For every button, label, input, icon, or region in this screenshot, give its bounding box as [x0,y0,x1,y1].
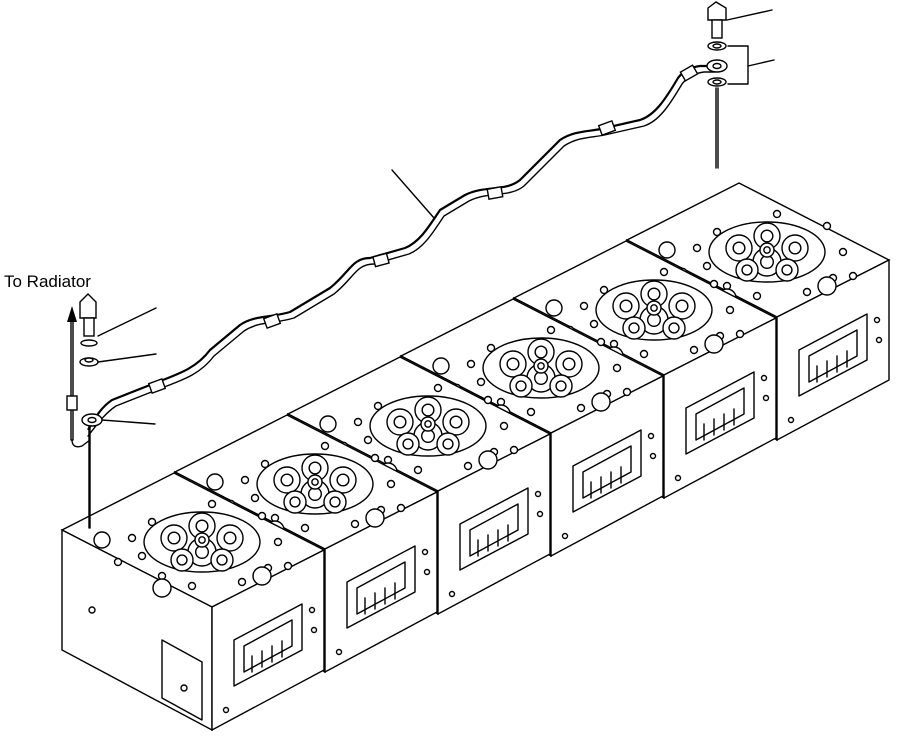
coolant-pipe [87,64,716,437]
rear-banjo-fitting [706,1,775,169]
cylinder-heads-group [60,182,891,732]
cylinder-head-1 [60,472,326,732]
pipe-leader-line [391,169,435,219]
front-banjo-fitting [66,293,157,529]
to-radiator-label: To Radiator [4,272,91,291]
